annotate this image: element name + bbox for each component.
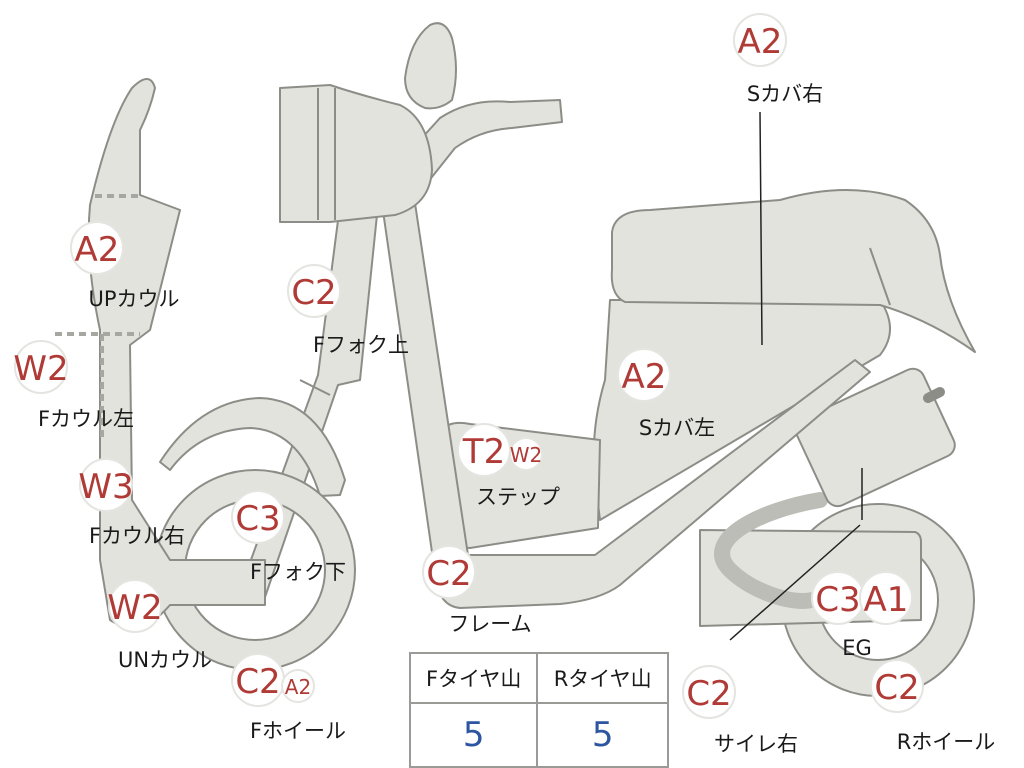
badge-up-cowl-a2[interactable]: A2 [71, 222, 123, 274]
badge-f-wheel-a2[interactable]: A2 [282, 670, 314, 702]
badge-s-cover-right-a2[interactable]: A2 [734, 14, 786, 66]
caption-up-cowl: UPカウル [88, 287, 179, 311]
badge-f-cowl-right-w3[interactable]: W3 [78, 459, 133, 511]
badge-r-wheel-c2[interactable]: C2 [871, 660, 923, 712]
caption-un-cowl: UNカウル [118, 648, 212, 672]
caption-f-fork-upper: Fフォク上 [313, 333, 409, 357]
badge-muffler-right-c2[interactable]: C2 [683, 666, 735, 718]
badge-code: W2 [107, 588, 162, 628]
badge-code: C3 [815, 580, 860, 620]
caption-f-cowl-right: Fカウル右 [89, 524, 185, 548]
caption-step: ステップ [476, 485, 560, 509]
badge-code: C2 [235, 662, 280, 702]
header-front-tire-tread: Fタイヤ山 [410, 653, 537, 703]
caption-f-wheel: Fホイール [250, 719, 346, 743]
badge-code: C2 [426, 554, 471, 594]
tire-tread-table: Fタイヤ山 Rタイヤ山 5 5 [409, 652, 669, 768]
badge-code: C2 [291, 273, 336, 313]
badge-code: C2 [874, 668, 919, 708]
caption-f-cowl-left: Fカウル左 [38, 407, 134, 431]
badge-code: A2 [285, 675, 311, 699]
badge-step-t2[interactable]: T2 [458, 424, 510, 476]
badge-code: A2 [738, 22, 783, 62]
caption-s-cover-left: Sカバ左 [639, 416, 715, 440]
caption-muffler-right: サイレ右 [714, 732, 798, 756]
mirror-shape [405, 23, 456, 108]
badge-frame-c2[interactable]: C2 [423, 546, 475, 598]
badge-f-cowl-left-w2[interactable]: W2 [13, 341, 68, 393]
badge-s-cover-left-a2[interactable]: A2 [618, 349, 670, 401]
caption-frame: フレーム [448, 612, 531, 636]
badge-engine-a1[interactable]: A1 [860, 572, 912, 624]
caption-f-fork-lower: Fフォク下 [250, 560, 346, 584]
caption-s-cover-right: Sカバ右 [747, 82, 823, 106]
table-header-row: Fタイヤ山 Rタイヤ山 [410, 653, 668, 703]
badge-un-cowl-w2[interactable]: W2 [107, 580, 162, 632]
badge-code: A2 [75, 230, 120, 270]
badge-engine-c3[interactable]: C3 [812, 572, 864, 624]
caption-engine: EG [842, 636, 872, 660]
badge-code: C3 [235, 499, 280, 539]
value-rear-tire-tread: 5 [537, 703, 668, 767]
badge-code: W2 [510, 443, 543, 467]
badge-code: T2 [462, 432, 505, 472]
badge-code: W3 [78, 467, 133, 507]
caption-r-wheel: Rホイール [897, 730, 996, 754]
badge-code: A2 [622, 357, 667, 397]
badge-code: A1 [864, 580, 909, 620]
badge-code: W2 [13, 349, 68, 389]
badge-code: C2 [686, 674, 731, 714]
badge-f-wheel-c2[interactable]: C2 [232, 654, 284, 706]
header-rear-tire-tread: Rタイヤ山 [537, 653, 668, 703]
headlight-shape [280, 85, 432, 222]
badge-f-fork-upper-c2[interactable]: C2 [288, 265, 340, 317]
table-row: 5 5 [410, 703, 668, 767]
value-front-tire-tread: 5 [410, 703, 537, 767]
badge-f-fork-lower-c3[interactable]: C3 [232, 491, 284, 543]
badge-step-w2[interactable]: W2 [510, 438, 543, 470]
